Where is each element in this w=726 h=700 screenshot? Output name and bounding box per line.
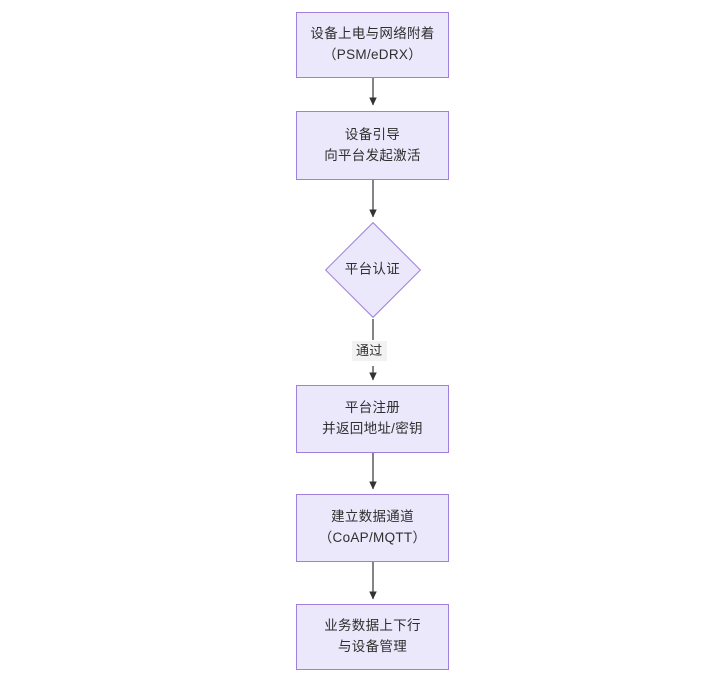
edge-label-pass: 通过 <box>352 341 387 362</box>
flow-node-line: 平台认证 <box>345 261 401 277</box>
flow-node-line: 业务数据上下行 <box>324 618 421 634</box>
flow-node-line: 向平台发起激活 <box>324 147 421 163</box>
flow-node-line: 建立数据通道 <box>331 509 414 525</box>
flow-node-device-bootstrap[interactable]: 设备引导 向平台发起激活 <box>296 111 449 180</box>
flow-node-line: 并返回地址/密钥 <box>322 421 423 436</box>
flow-node-decision-label-wrap: 平台认证 <box>345 260 400 281</box>
flow-node-line: 设备上电与网络附着 <box>310 26 435 42</box>
flow-node-data-channel[interactable]: 建立数据通道 （CoAP/MQTT） <box>296 494 449 562</box>
flow-node-platform-auth-decision[interactable]: 平台认证 <box>324 221 422 319</box>
flow-node-line: （PSM/eDRX） <box>322 47 423 62</box>
flow-node-device-power-on[interactable]: 设备上电与网络附着 （PSM/eDRX） <box>296 12 449 78</box>
flow-node-line: 设备引导 <box>344 126 401 142</box>
flow-node-business-data[interactable]: 业务数据上下行 与设备管理 <box>296 604 449 670</box>
flow-node-platform-register[interactable]: 平台注册 并返回地址/密钥 <box>296 385 449 453</box>
flow-node-line: （CoAP/MQTT） <box>318 530 427 545</box>
flow-node-line: 与设备管理 <box>338 639 407 654</box>
flow-node-line: 平台注册 <box>344 400 401 416</box>
